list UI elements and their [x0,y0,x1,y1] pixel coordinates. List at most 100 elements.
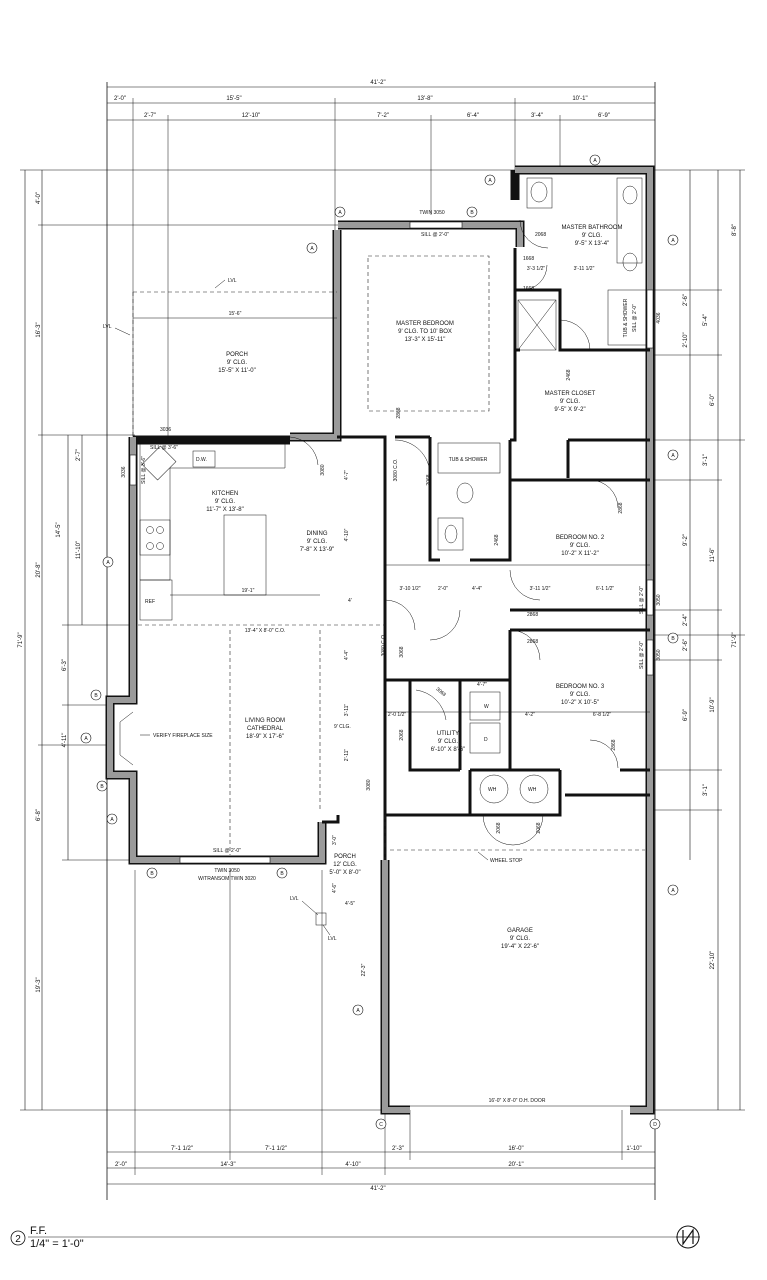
svg-text:B: B [150,871,154,877]
svg-text:BEDROOM NO. 3: BEDROOM NO. 3 [556,684,605,690]
dim-bottom-3: 2'-3" [392,1146,404,1152]
dim-top-10: 6'-9" [598,113,610,119]
svg-text:18'-9" X 17'-6": 18'-9" X 17'-6" [246,734,284,740]
tag-3080-porch: 3080 [366,779,372,790]
utility-fixtures: W D WH WH [469,691,549,804]
dim-right-3: 11'-6" [710,548,716,563]
callout-b-2: B [667,632,679,644]
tag-3050-bed2: 3050 [656,594,662,605]
overhead-door-label: 16'-0" X 8'-0" O.H. DOOR [489,1098,546,1104]
dim-bottom-4: 16'-0" [508,1146,523,1152]
opening-tags: 2868 3080 3080 C.O. 2068 2468 2068 1668 … [320,232,662,834]
drawing-title: F.F. [30,1225,47,1237]
front-porch-details: LVL LVL [290,896,337,942]
tag-2468-closet: 2468 [566,369,572,380]
drawing-scale: 1/4" = 1'-0" [30,1238,84,1250]
lvl-porch-a: LVL [290,896,299,902]
svg-text:9' CLG.: 9' CLG. [438,739,458,745]
svg-text:19'-4" X 22'-6": 19'-4" X 22'-6" [501,944,539,950]
dim-4-6: 4'-6" [332,883,338,893]
callout-a-3: A [334,206,346,218]
dim-9clg: 9' CLG. [334,724,351,730]
tag-2068-wh-b: 2068 [536,822,542,833]
svg-text:A: A [356,1008,360,1014]
dim-4-4: 4'-4" [344,650,350,660]
house-outline-inner [107,167,653,1113]
window-sill-living: SILL @ 2'-0" [213,848,241,854]
callout-a-9: A [106,813,118,825]
porch-dim: 15'-6" [229,311,242,317]
dim-bottom-6: 2'-0" [115,1162,127,1168]
tag-2068-utility: 2068 [399,729,405,740]
room-labels: MASTER BATHROOM 9' CLG. 9'-5" X 13'-4" M… [206,225,622,950]
dim-right-inner-4: 3'-1" [703,454,709,466]
svg-text:A: A [671,238,675,244]
svg-text:B: B [94,693,98,699]
hall-bath-fixtures: TUB & SHOWER [437,442,501,551]
dim-right-inner-8: 6'-9" [683,709,689,721]
callout-c: C [375,1118,387,1130]
dim-4-7: 4'-7" [344,470,350,480]
svg-text:9'-5" X 9'-2": 9'-5" X 9'-2" [554,407,585,413]
wheel-stop-label: WHEEL STOP [490,858,523,864]
callout-b-5: B [146,867,158,879]
tag-3068-hall: 3068 [399,646,405,657]
svg-text:KITCHEN: KITCHEN [212,491,238,497]
dim-top-7: 7'-2" [377,113,389,119]
dim-3-11b: 3'-11" [344,704,350,717]
tag-3050-bed3: 3050 [656,649,662,660]
hall-dim-a: 3'-10 1/2" [399,586,420,592]
hall-dim-h: 4'-7" [477,682,487,688]
hall-dim-i: 2'-0 1/2" [388,712,407,718]
tub-shower-label-mid: TUB & SHOWER [449,457,488,463]
dim-right-2: 6'-0" [710,394,716,406]
room-utility: UTILITY 9' CLG. 6'-10" X 8'-6" [431,731,466,753]
svg-text:LIVING ROOM: LIVING ROOM [245,718,285,724]
svg-text:9' CLG.: 9' CLG. [560,399,580,405]
lvl-label-top: LVL [228,278,237,284]
window-3036-side: 3036 [121,466,127,477]
room-master-bathroom: MASTER BATHROOM 9' CLG. 9'-5" X 13'-4" [562,225,623,247]
tag-1668-b: 1668 [523,286,534,292]
sill-kitchen-side: SILL @ 3'-6" [141,456,147,484]
house-outline [105,165,655,1115]
dim-bottom-7: 14'-3" [220,1162,235,1168]
drawing-number-bubble [10,1230,26,1246]
room-living: LIVING ROOM CATHEDRAL 18'-9" X 17'-6" 13… [245,628,285,740]
dim-right-inner-6: 2'-4" [683,614,689,626]
dim-4-5: 4'-5" [345,901,355,907]
dim-3-11: 3'-11 1/2" [574,266,595,272]
doors [289,219,619,846]
callout-a-11: A [352,1004,364,1016]
tag-1668-a: 1668 [523,256,534,262]
window-3036-kitchen: 3036 [160,427,171,433]
dim-right-inner-5: 9'-2" [683,534,689,546]
dim-3-3: 3'-3 1/2" [527,266,546,272]
callout-a-6: A [667,449,679,461]
hall-dim-d: 3'-11 1/2" [530,586,551,592]
window-transom-living: W/TRANSOM TWIN 3020 [198,876,256,882]
svg-text:9' CLG.: 9' CLG. [307,539,327,545]
svg-text:9' CLG.: 9' CLG. [227,360,247,366]
hall-dim-b: 2'-0" [438,586,448,592]
dim-left-inner-2: 14'-5" [56,522,62,537]
svg-text:9' CLG.: 9' CLG. [570,692,590,698]
dim-top-2: 15'-5" [226,96,241,102]
drawing-title-block: 2 F.F. 1/4" = 1'-0" [10,1225,700,1250]
callout-a-10: A [667,884,679,896]
svg-text:7'-8" X 13'-9": 7'-8" X 13'-9" [300,547,335,553]
dim-right-inner-3: 2'-10" [683,332,689,347]
room-kitchen: KITCHEN 9' CLG. 11'-7" X 13'-8" [206,491,243,513]
dim-22-3: 22'-3" [361,963,367,976]
dim-bottom-8: 4'-10" [345,1162,360,1168]
dim-4p: 4' [348,598,352,604]
svg-text:A: A [106,560,110,566]
kitchen-fixtures: D.W. REF 19'-1" 3036 SILL @ 3'-6" SILL @… [121,427,320,621]
right-dimensions: 8'-8" 6'-0" 11'-6" 10'-9" 22'-10" 71'-9"… [650,169,745,1111]
svg-text:9'-5" X 13'-4": 9'-5" X 13'-4" [575,241,610,247]
callout-b-3: B [90,689,102,701]
dim-top-4: 10'-1" [572,96,587,102]
dim-left-inner-5: 4'-11" [62,733,68,748]
svg-text:5'-0" X 8'-0": 5'-0" X 8'-0" [329,870,360,876]
interior-walls [322,248,650,860]
